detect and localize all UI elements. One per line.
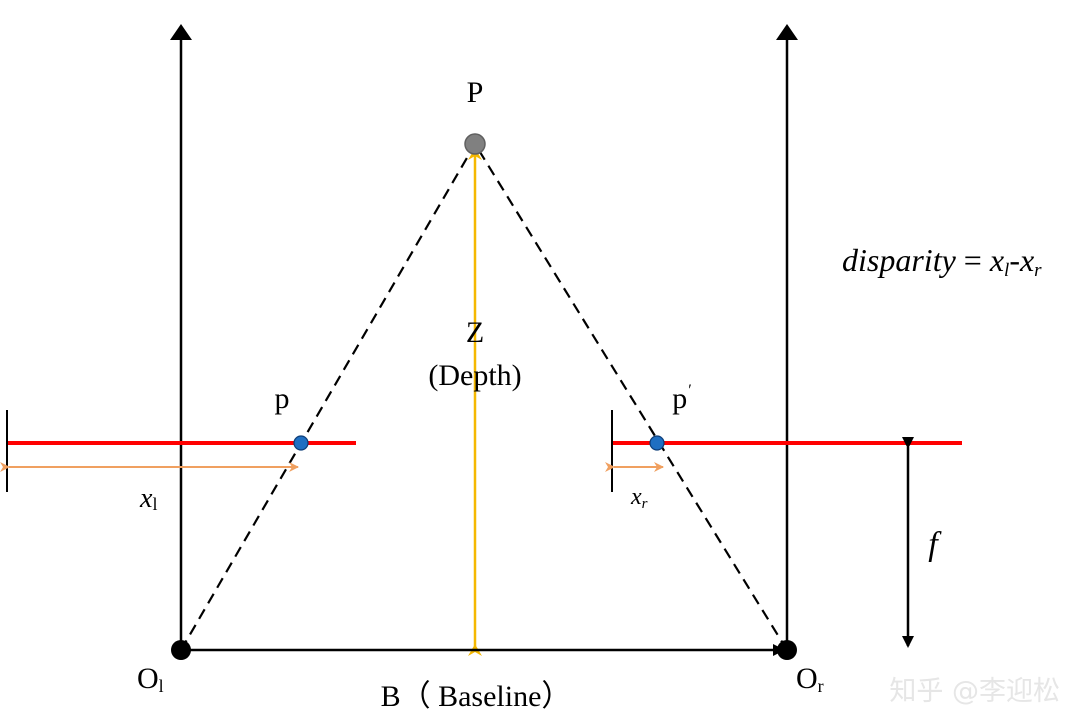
baseline-label: B（ Baseline） [381, 680, 572, 713]
right-origin-label: Or [796, 662, 824, 696]
disparity-formula: disparity = xl-xr [842, 242, 1042, 281]
object-point-label: P [467, 76, 484, 109]
right-offset-label: xr [630, 484, 648, 512]
left-origin-label: Ol [137, 662, 164, 696]
left-camera-center [171, 640, 191, 660]
left-projection-ray [180, 143, 476, 651]
left-image-point-label: p [275, 382, 290, 415]
depth-text-label: (Depth) [428, 359, 521, 392]
focal-length-label: f [928, 526, 942, 563]
right-projection-ray [474, 143, 788, 651]
watermark: 知乎 @李迎松 [889, 676, 1060, 707]
left-offset-label: xl [139, 483, 157, 514]
right-camera-center [777, 640, 797, 660]
right-image-point [649, 435, 665, 451]
object-point [464, 133, 486, 155]
right-image-point-label: p′ [672, 382, 692, 415]
left-image-point [293, 435, 309, 451]
depth-z-label: Z [466, 316, 484, 349]
